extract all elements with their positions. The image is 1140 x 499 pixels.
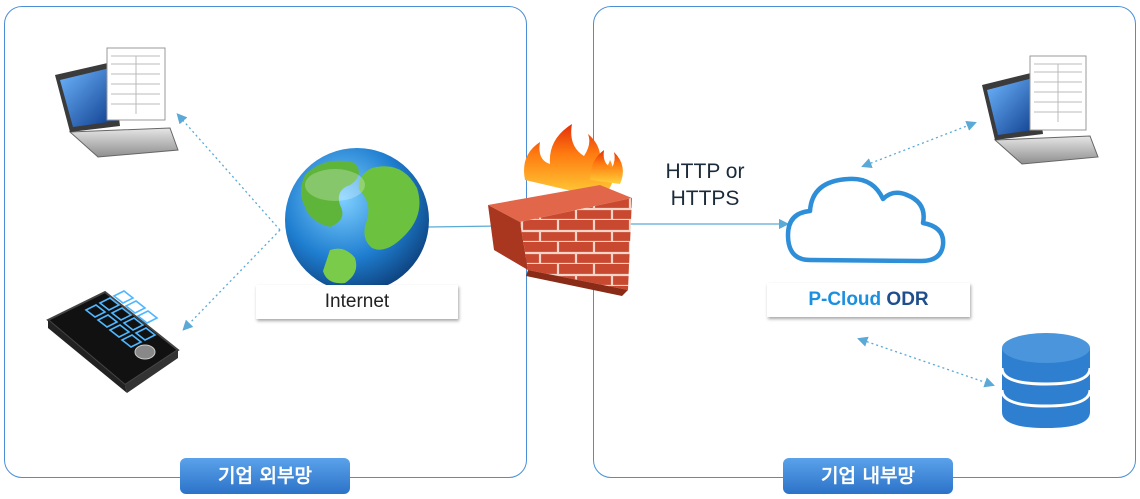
laptop-icon [982,55,1099,165]
connector-cloud-database [857,336,995,388]
database-icon [1000,333,1092,428]
firewall-icon [488,124,632,296]
protocol-line-2: HTTPS [670,187,740,210]
connector-laptop [176,113,281,231]
protocol-label: HTTP or HTTPS [640,158,770,212]
connector-globe-firewall [427,225,501,228]
internet-label: Internet [256,285,458,319]
connector-cloud-laptop [861,121,977,168]
protocol-line-1: HTTP or [665,160,745,183]
pcloud-label-part1: P-Cloud [808,289,882,310]
globe-icon [285,148,429,292]
laptop-icon [55,47,179,158]
pcloud-label-part2: ODR [881,289,929,310]
mobile-device-icon [46,290,180,393]
pcloud-odr-label: P-Cloud ODR [767,283,970,317]
external-zone-badge: 기업 외부망 [180,458,350,494]
cloud-icon [785,176,946,264]
internal-zone-badge: 기업 내부망 [783,458,953,494]
connector-lines [176,113,995,388]
